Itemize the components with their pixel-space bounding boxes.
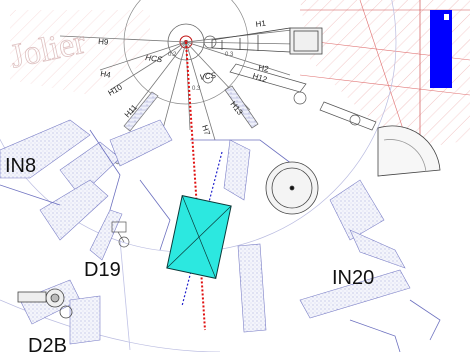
beam-lines <box>181 41 223 331</box>
red-beam-line <box>185 41 206 331</box>
tiny-label-c: 0.3 <box>225 52 234 58</box>
guide-label-h4: H4 <box>100 69 112 80</box>
in20-spectrometer <box>265 125 441 215</box>
sample-box <box>166 195 232 279</box>
guide-label-h10: H10 <box>107 82 125 97</box>
guide-h1-channel <box>211 27 323 55</box>
guide-label-h7: H7 <box>200 124 212 137</box>
hatched-zone-left <box>10 10 150 95</box>
wall-outlines <box>0 129 441 352</box>
instrument-label-in8: IN8 <box>5 155 36 177</box>
guide-label-h12: H12 <box>251 71 268 84</box>
d19-components <box>111 221 130 248</box>
instrument-label-d2b: D2B <box>28 335 67 352</box>
instrument-label-d19: D19 <box>84 259 121 281</box>
tiny-label-a: 0.2 <box>168 52 177 58</box>
instrument-label-in20: IN20 <box>332 267 374 289</box>
shielding-walls <box>0 119 411 345</box>
guide-h12-arm <box>229 63 377 131</box>
guide-label-h1: H1 <box>255 19 267 29</box>
vcs-label: VCS <box>199 71 217 82</box>
guide-label-h9: H9 <box>98 37 109 47</box>
color-legend-bar <box>430 10 452 88</box>
guide-label-h2: H2 <box>258 63 270 74</box>
tiny-label-b: 0.3 <box>192 86 201 92</box>
blue-beam-line <box>181 151 223 307</box>
d2b-apparatus <box>17 288 73 319</box>
guide-h13-arm <box>224 85 259 129</box>
hcs-label: HCS <box>145 53 164 64</box>
